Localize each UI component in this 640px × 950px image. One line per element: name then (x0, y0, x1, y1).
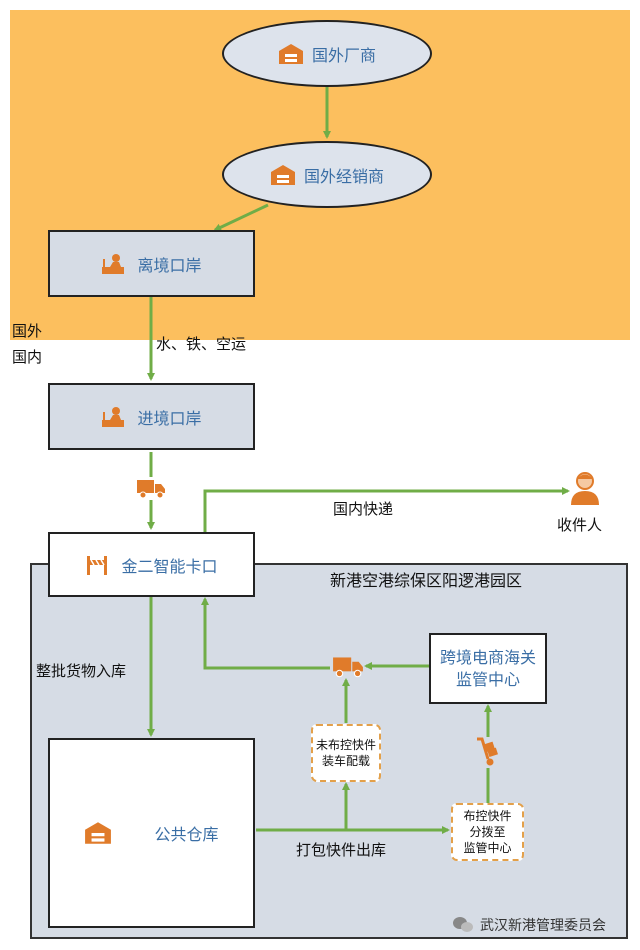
exit-port-node: 离境口岸 (48, 230, 255, 297)
warehouse-icon (270, 164, 295, 185)
foreign-distributor-node: 国外经销商 (222, 141, 432, 208)
foreign-manufacturer-label: 国外厂商 (311, 45, 376, 65)
warehouse-icon (278, 43, 303, 64)
wechat-icon (453, 917, 473, 932)
hand-truck-icon (477, 737, 498, 766)
person-icon (571, 472, 599, 505)
exit-port-label: 离境口岸 (137, 255, 202, 275)
watermark: 武汉新港管理委员会 (452, 915, 606, 935)
barrier-gate-icon (87, 555, 108, 575)
customs-center-node: 跨境电商海关 监管中心 (429, 633, 547, 704)
customs-desk-icon (102, 253, 125, 274)
entry-port-label: 进境口岸 (137, 408, 202, 428)
domestic-express-label: 国内快递 (333, 500, 394, 518)
arrow-truck-gate-return (201, 597, 330, 670)
uncontrolled-parcel-note: 未布控快件 装车配载 (311, 724, 381, 782)
customs-center-label: 跨境电商海关 监管中心 (439, 647, 536, 689)
arrow-gate-recipient (203, 487, 570, 532)
warehouse-icon (85, 822, 112, 844)
public-warehouse-node: 公共仓库 (48, 738, 255, 928)
park-title: 新港空港综保区阳逻港园区 (330, 571, 523, 590)
watermark-text: 武汉新港管理委员会 (480, 918, 606, 934)
foreign-distributor-label: 国外经销商 (303, 166, 384, 186)
customs-desk-icon (102, 406, 125, 427)
package-outbound-label: 打包快件出库 (296, 841, 387, 859)
entry-port-node: 进境口岸 (48, 383, 255, 450)
recipient-label: 收件人 (557, 516, 603, 534)
transport-mode-label: 水、铁、空运 (156, 335, 247, 353)
truck-icon (137, 480, 165, 499)
smart-gate-label: 金二智能卡口 (121, 556, 218, 576)
bulk-inbound-label: 整批货物入库 (36, 662, 127, 680)
foreign-manufacturer-node: 国外厂商 (222, 20, 432, 87)
smart-gate-node: 金二智能卡口 (48, 532, 255, 597)
domestic-label: 国内 (12, 348, 43, 366)
truck-icon (333, 657, 363, 678)
abroad-label: 国外 (12, 322, 43, 340)
public-warehouse-label: 公共仓库 (154, 825, 219, 844)
arrow-distributor-exitport (213, 203, 269, 232)
controlled-parcel-note: 布控快件 分拨至 监管中心 (451, 803, 524, 861)
